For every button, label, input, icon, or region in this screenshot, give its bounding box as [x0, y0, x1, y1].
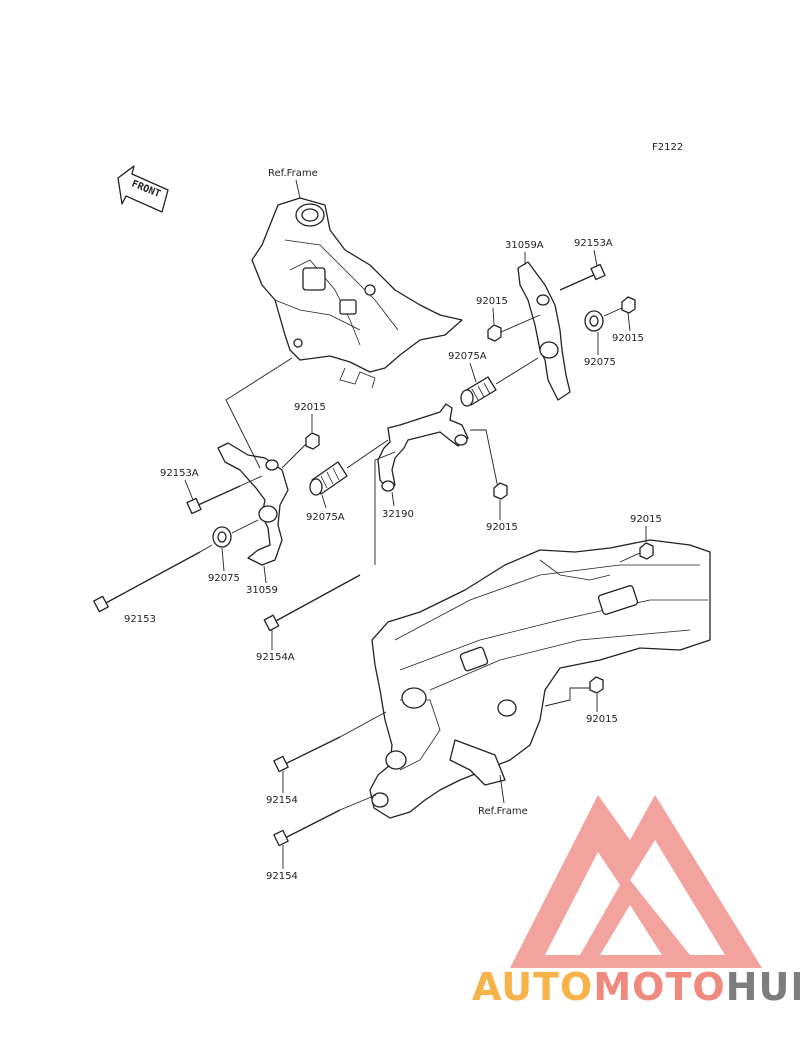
ref-frame-bottom-label: Ref.Frame — [478, 806, 528, 817]
ref-frame-top-label: Ref.Frame — [268, 168, 318, 179]
leader-line — [374, 451, 396, 565]
nut-92015-mid: 92015 — [281, 402, 326, 469]
part-92154-2-label: 92154 — [266, 871, 298, 882]
watermark-text: AUTOMOTOHUB — [472, 965, 800, 1009]
bolt-92153: 92153 — [93, 544, 213, 625]
watermark-auto: AUTO — [472, 965, 593, 1009]
figure-code: F2122 — [652, 142, 683, 153]
part-92153-label: 92153 — [124, 614, 156, 625]
washer-92075-left: 92075 — [208, 519, 259, 584]
washer-92075-right: 92075 — [584, 310, 616, 368]
damper-92075A-left: 92075A — [306, 439, 389, 523]
part-92075-right-label: 92075 — [584, 357, 616, 368]
watermark-logo-icon — [510, 795, 762, 968]
nut-92015-right-2: 92015 — [603, 296, 644, 344]
watermark-moto: MOTO — [593, 965, 725, 1009]
leader-line — [470, 429, 499, 489]
damper-92075A-right: 92075A — [448, 351, 539, 407]
part-92153A-right-label: 92153A — [574, 238, 613, 249]
upper-frame-drawing: Ref.Frame — [251, 168, 463, 389]
part-31059A-label: 31059A — [505, 240, 544, 251]
nut-92015-lower: 92015 — [486, 482, 518, 533]
part-92075A-right-label: 92075A — [448, 351, 487, 362]
watermark-hub: HUB — [726, 965, 800, 1009]
part-92015-frame-label: 92015 — [630, 514, 662, 525]
part-92075-left-label: 92075 — [208, 573, 240, 584]
bolt-92154A: 92154A — [256, 574, 361, 663]
part-92015-mid-label: 92015 — [294, 402, 326, 413]
middle-bracket-32190-drawing: 32190 — [377, 403, 469, 520]
part-92153A-left-label: 92153A — [160, 468, 199, 479]
left-bracket-31059-drawing: 31059 — [217, 442, 289, 596]
bolt-92153A-right: 92153A — [559, 238, 613, 291]
part-32190-label: 32190 — [382, 509, 414, 520]
bolt-92154-1: 92154 — [266, 711, 387, 806]
front-arrow-icon: FRONT — [117, 165, 169, 213]
part-92015-r2-label: 92015 — [612, 333, 644, 344]
nut-92015-right-1: 92015 — [476, 296, 541, 342]
bolt-92154-2: 92154 — [266, 794, 377, 882]
part-31059-label: 31059 — [246, 585, 278, 596]
bolt-92153A-left: 92153A — [160, 468, 263, 515]
part-92154-1-label: 92154 — [266, 795, 298, 806]
nut-92015-frame-1: 92015 — [619, 514, 662, 563]
part-92075A-left-label: 92075A — [306, 512, 345, 523]
leader-line — [225, 357, 293, 469]
right-bracket-drawing: 31059A — [505, 240, 571, 401]
lower-frame-drawing: Ref.Frame — [369, 539, 711, 819]
part-92015-frame2-label: 92015 — [586, 714, 618, 725]
part-92154A-label: 92154A — [256, 652, 295, 663]
part-92015-r1-label: 92015 — [476, 296, 508, 307]
nut-92015-frame-2: 92015 — [544, 676, 618, 725]
part-92015-lower-label: 92015 — [486, 522, 518, 533]
